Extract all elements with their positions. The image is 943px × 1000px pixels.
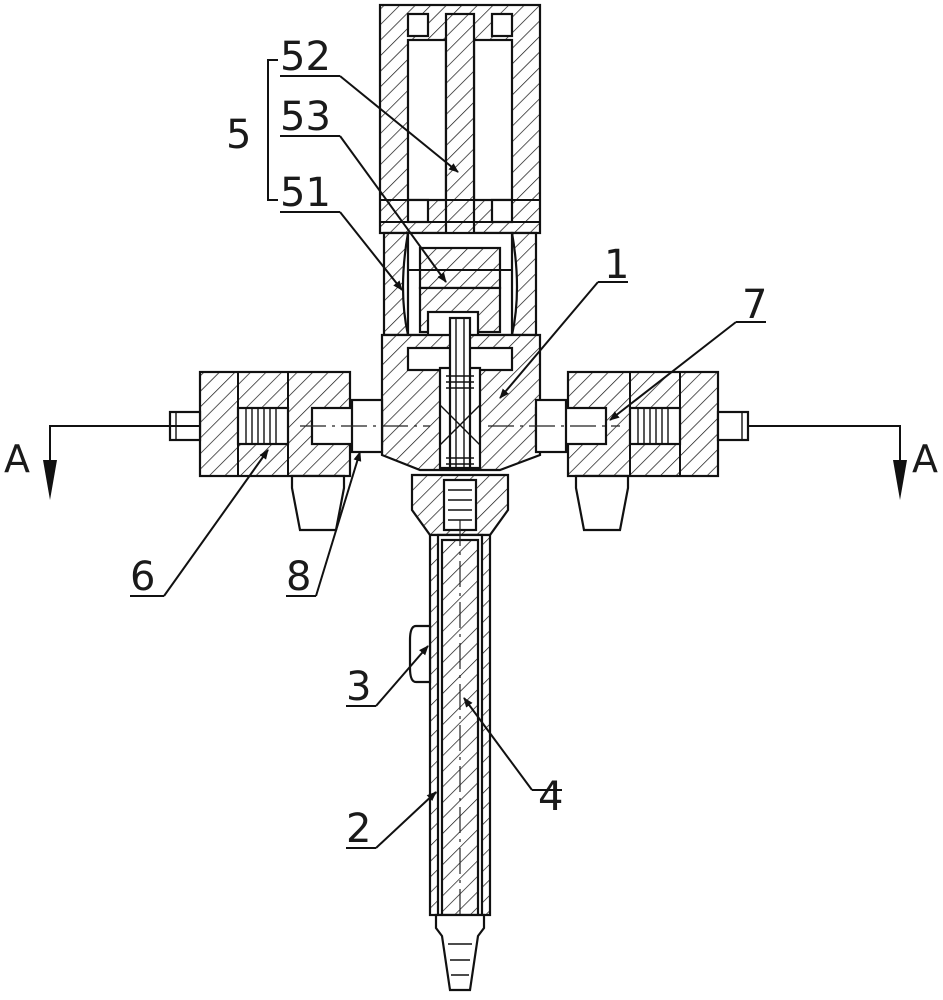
section-label-left: A [4, 437, 30, 481]
label-51: 51 [280, 170, 331, 216]
main-body [382, 318, 540, 470]
label-4: 4 [538, 774, 563, 820]
label-52: 52 [280, 34, 331, 80]
label-8: 8 [286, 554, 311, 600]
section-arrow-left-icon [43, 460, 57, 500]
nozzle-assembly [410, 475, 508, 990]
label-53: 53 [280, 94, 331, 140]
section-label-right: A [912, 437, 938, 481]
section-arrow-right-icon [893, 460, 907, 500]
label-2: 2 [346, 806, 371, 852]
label-group-5: 5 [226, 112, 251, 158]
label-6: 6 [130, 554, 155, 600]
label-3: 3 [346, 664, 371, 710]
